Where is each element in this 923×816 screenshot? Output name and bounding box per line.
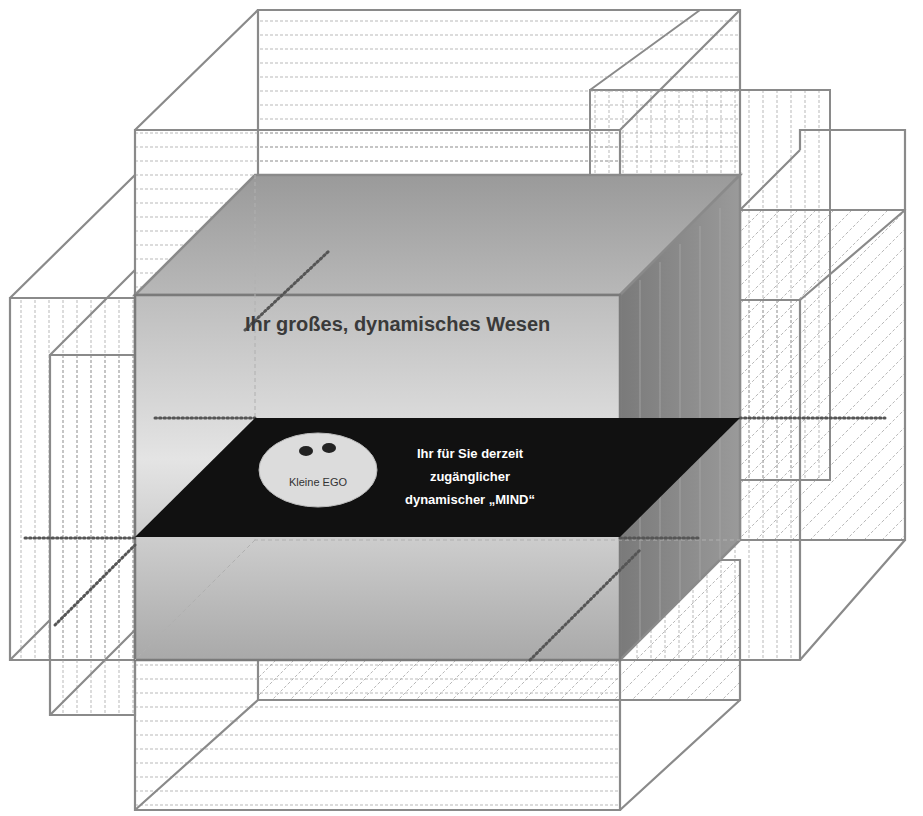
node-label: Ihr großes, dynamisches Wesen [245, 313, 550, 336]
ego-shape [258, 432, 378, 508]
cube-node: Ihr großes, dynamisches WesenIhr für Sie… [135, 175, 740, 660]
node-label: Ihr für Sie derzeit zugänglicher dynamis… [390, 443, 550, 511]
ego-ellipse: Kleine EGO [258, 432, 378, 508]
mind-band: Ihr für Sie derzeit zugänglicher dynamis… [135, 418, 740, 537]
node-label: Kleine EGO [286, 475, 350, 489]
